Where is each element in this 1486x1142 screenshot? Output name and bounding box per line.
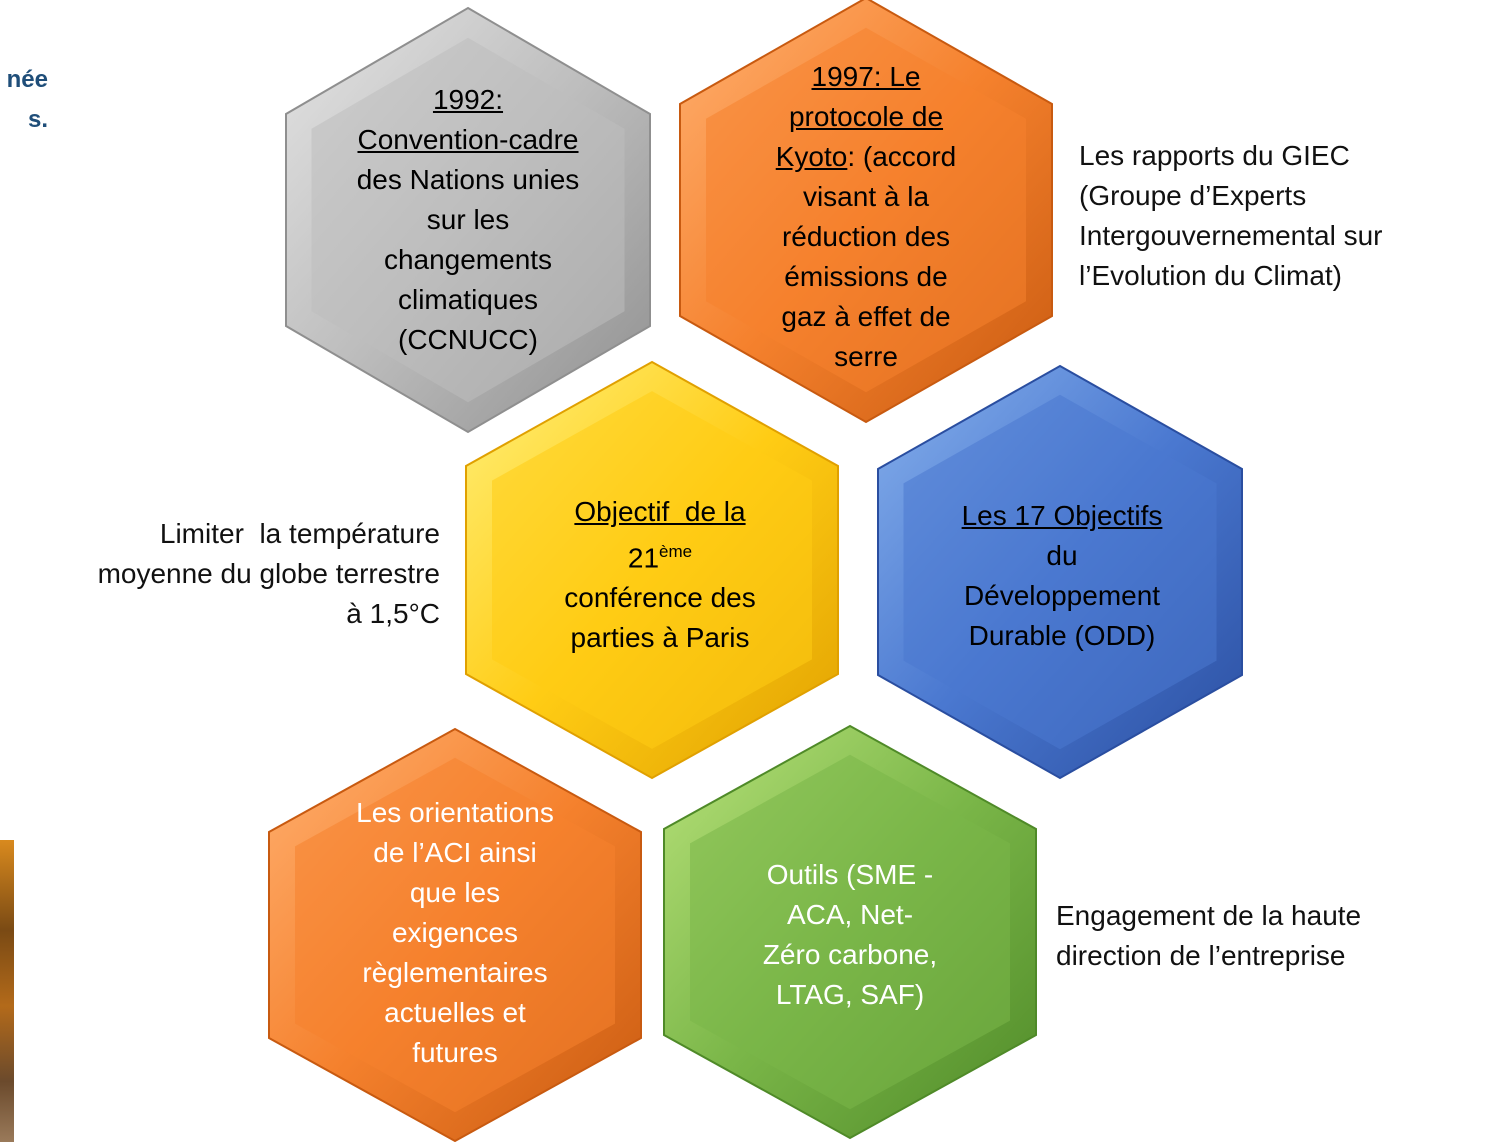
- giec-line-3: Intergouvernemental sur: [1079, 220, 1383, 251]
- aci-line-7: futures: [412, 1037, 498, 1068]
- kyoto-line-5: serre: [834, 341, 898, 372]
- convention-line-3: changements: [383, 244, 553, 275]
- kyoto-line-2: réduction des: [781, 221, 951, 252]
- engagement-line-2: direction de l’entreprise: [1056, 940, 1346, 971]
- hex-text-odd: Les 17 Objectifs du Développement Durabl…: [912, 494, 1212, 658]
- corner-heading-fragment: née s.: [0, 60, 48, 140]
- engagement-line-1: Engagement de la haute: [1056, 900, 1362, 931]
- aci-line-3: que les: [409, 877, 501, 908]
- odd-line-3: Durable (ODD): [968, 620, 1156, 651]
- paris-ordinal-number: 21: [627, 542, 660, 574]
- hexagon-convention-face: [311, 37, 625, 403]
- kyoto-line-4: gaz à effet de: [781, 301, 951, 332]
- kyoto-mixed-line: Kyoto: (accord: [776, 137, 957, 177]
- giec-note: Les rapports du GIEC (Groupe d’Experts I…: [1079, 136, 1479, 296]
- aci-line-1: Les orientations: [356, 797, 554, 828]
- paris-title: Objectif de la: [574, 495, 746, 527]
- hexagon-paris-face: [492, 391, 812, 749]
- hex-text-kyoto: 1997: Le protocole de Kyoto: (accord vis…: [716, 56, 1016, 378]
- hex-text-aci: Les orientations de l’ACI ainsi que les …: [305, 790, 605, 1076]
- odd-line-1: du: [1046, 540, 1078, 571]
- photo-fragment: [0, 840, 14, 1142]
- paris-line-2: parties à Paris: [570, 622, 750, 654]
- hexagon-kyoto-face: [706, 27, 1026, 393]
- hexagon-aci-face: [295, 757, 615, 1113]
- aci-line-4: exigences: [391, 917, 519, 948]
- kyoto-word: Kyoto: [775, 141, 848, 172]
- paris-ordinal: 21ème: [628, 532, 692, 578]
- aci-line-5: règlementaires: [362, 957, 548, 988]
- convention-line-4: climatiques: [397, 284, 539, 315]
- kyoto-line-3: émissions de: [784, 261, 948, 292]
- kyoto-title: protocole de: [788, 101, 944, 132]
- engagement-note: Engagement de la haute direction de l’en…: [1056, 896, 1476, 976]
- convention-title: Convention-cadre: [357, 124, 579, 155]
- convention-year: 1992:: [432, 84, 504, 115]
- outils-line-1: Outils (SME -: [766, 859, 934, 890]
- hex-text-outils: Outils (SME - ACA, Net- Zéro carbone, LT…: [700, 850, 1000, 1020]
- temperature-line-2: moyenne du globe terrestre: [97, 558, 440, 589]
- odd-line-2: Développement: [963, 580, 1161, 611]
- aci-line-2: de l’ACI ainsi: [373, 837, 537, 868]
- outils-line-4: LTAG, SAF): [775, 979, 925, 1010]
- paris-line-1: conférence des: [564, 582, 756, 614]
- kyoto-year: 1997: Le: [811, 61, 921, 92]
- hexagon-odd-face: [903, 394, 1217, 750]
- paris-ordinal-suffix: ème: [659, 541, 693, 561]
- outils-line-3: Zéro carbone,: [762, 939, 938, 970]
- kyoto-rest: : (accord: [847, 141, 957, 172]
- hex-text-paris: Objectif de la 21ème conférence des part…: [510, 490, 810, 660]
- hex-text-convention: 1992: Convention-cadre des Nations unies…: [318, 80, 618, 360]
- outils-line-2: ACA, Net-: [786, 899, 914, 930]
- kyoto-line-1: visant à la: [802, 181, 930, 212]
- giec-line-4: l’Evolution du Climat): [1079, 260, 1342, 291]
- giec-line-2: (Groupe d’Experts: [1079, 180, 1307, 211]
- odd-title: Les 17 Objectifs: [961, 500, 1163, 531]
- corner-line-2: s.: [27, 106, 48, 133]
- convention-line-1: des Nations unies: [356, 164, 580, 195]
- temperature-note: Limiter la température moyenne du globe …: [10, 514, 440, 634]
- convention-line-2: sur les: [426, 204, 510, 235]
- temperature-line-3: à 1,5°C: [346, 598, 440, 629]
- convention-line-5: (CCNUCC): [398, 324, 538, 355]
- giec-line-1: Les rapports du GIEC: [1079, 140, 1350, 171]
- corner-line-1: née: [6, 66, 48, 93]
- hexagon-outils-face: [690, 754, 1010, 1110]
- aci-line-6: actuelles et: [384, 997, 526, 1028]
- temperature-line-1: Limiter la température: [159, 518, 440, 549]
